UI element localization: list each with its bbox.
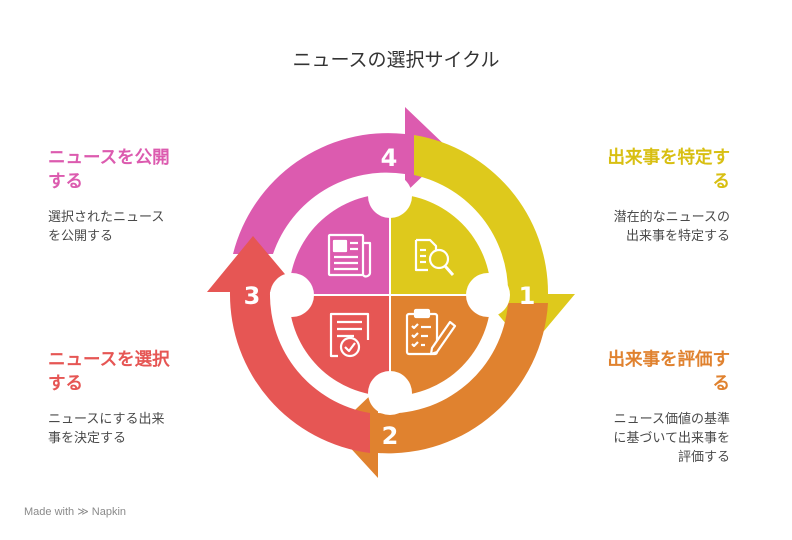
napkin-watermark[interactable]: Made with ≫ Napkin [24,506,127,518]
step-4-text: ニュースを公開 する 選択されたニュース を公開する [48,146,218,246]
step-number-1: 1 [519,282,536,310]
step-number-3: 3 [244,282,261,310]
step-1-description: 潜在的なニュースの 出来事を特定する [613,210,730,244]
clipboard-pencil-icon [405,308,457,356]
step-3-heading: ニュースを選択 する [48,350,170,394]
arc-arrow-orange [334,303,548,478]
diagram-title: ニュースの選択サイクル [292,49,500,71]
approved-document-icon [329,312,370,358]
step-2-text: 出来事を評価す る ニュース価値の基準 に基づいて出来事を 評価する [560,348,731,467]
arc-arrow-pink [233,107,450,254]
arc-arrow-yellow [414,135,575,350]
step-1-heading: 出来事を特定す る [607,148,731,192]
step-4-description: 選択されたニュース を公開する [48,210,165,244]
step-4-heading: ニュースを公開 する [48,148,170,192]
step-number-2: 2 [382,422,399,450]
magnifier-document-icon [414,238,455,276]
step-1-text: 出来事を特定す る 潜在的なニュースの 出来事を特定する [560,146,731,246]
step-3-description: ニュースにする出来 事を決定する [48,412,165,446]
step-2-heading: 出来事を評価す る [607,350,731,394]
newspaper-icon [327,233,372,278]
step-2-description: ニュース価値の基準 に基づいて出来事を 評価する [613,412,730,465]
arc-arrow-red [207,236,370,453]
step-number-4: 4 [381,144,398,172]
quadrant-red [289,296,389,396]
step-3-text: ニュースを選択 する ニュースにする出来 事を決定する [48,348,218,448]
